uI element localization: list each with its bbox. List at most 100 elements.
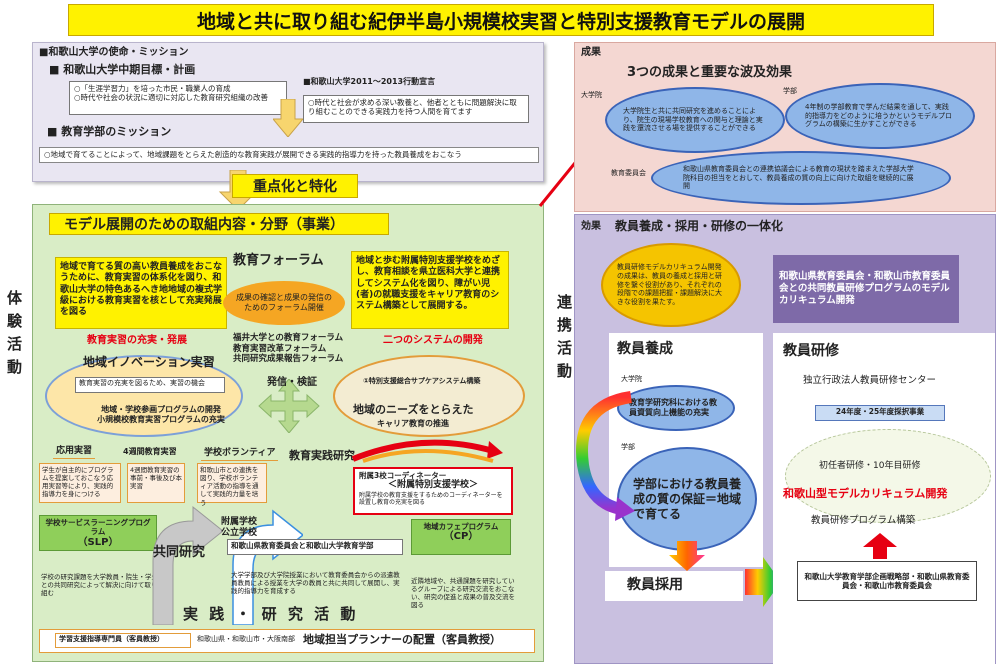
results-board-label: 教育委員会: [611, 169, 646, 177]
coordinator-box: 附属3校コーディネーター ＜附属特別支援学校＞ 附属学校の教育支援をするためのコ…: [353, 467, 513, 515]
results-faculty-oval: 4年制の学部教育で学んだ結果を通して、実践的指導力をどのように培うかというモデル…: [785, 83, 975, 149]
slp-abbr: （SLP）: [77, 536, 119, 548]
innovation-bottom: 地域・学校参画プログラムの開発 小規模校教育実習プログラムの充実: [97, 405, 225, 424]
kyodo-label: 共同研究: [153, 545, 206, 560]
bottom-box-text: 和歌山大学教育学部企画戦略部・和歌山県教育委員会・和歌山市教育委員会: [804, 571, 970, 590]
collab-box: 和歌山県教育委員会・和歌山市教育委員会との共同教員研修プログラムのモデルカリキュ…: [773, 255, 959, 323]
yousei-faculty-text: 学部における教員養成の質の保証＝地域で育てる: [633, 476, 742, 521]
model-title-bar: モデル展開のための取組内容・分野（事業）: [49, 213, 389, 235]
collab-text: 大学学部及び大学院授業において教育委員会からの派遣教員教員による授業を大学の教員…: [231, 571, 400, 596]
innovation-ellipse: [45, 355, 243, 437]
action-box: ○時代と社会が求める深い教養と、他者とともに問題解決に取り組むことのできる実践力…: [303, 95, 529, 123]
big-curve-arrow-icon: [152, 505, 223, 625]
curriculum-text: 和歌山型モデルカリキュラム開発: [783, 487, 948, 500]
adopted-box: 24年度・25年度採択事業: [815, 405, 945, 421]
results-label: 成果: [581, 47, 601, 58]
regions-text: 和歌山県・和歌山市・大阪南部: [197, 635, 295, 643]
mission-heading: ■和歌山大学の使命・ミッション: [39, 47, 189, 58]
tag-volunteer-box: 和歌山市との連携を図り、学校ボランティア活動の指導を通して実践的力量を培う: [197, 463, 267, 507]
needs-ellipse: [333, 355, 525, 437]
down-arrow-icon: [273, 99, 303, 137]
results-board-text: 和歌山県教育委員会との連携協議会による教育の現状を踏まえた学部大学院科目の担当を…: [683, 164, 914, 191]
action-heading: ■和歌山大学2011～2013行動宣言: [303, 77, 436, 86]
practice-activity: 実 践 ・ 研 究 活 動: [183, 605, 359, 623]
focus-label-text: 重点化と特化: [253, 179, 337, 195]
coordinator-sub: ＜附属特別支援学校＞: [387, 480, 478, 491]
effects-oval: 教員研修モデルカリキュラム開発の成果は、教員の養成と採用と研修を繋ぐ役割があり、…: [601, 243, 741, 327]
model-panel: モデル展開のための取組内容・分野（事業） 地域で育てる質の高い教員養成をおこなう…: [32, 204, 544, 662]
effects-oval-text: 教員研修モデルカリキュラム開発の成果は、教員の養成と採用と研修を繋ぐ役割があり、…: [617, 263, 722, 307]
side-label-middle: 連携活動: [555, 294, 573, 386]
slp-text: 学校の研究課題を大学教員・院生・学生との共同研究によって解決に向けて取り組む: [41, 573, 158, 598]
tag-four-week: 4週間教育実習: [123, 447, 177, 456]
focus-label: 重点化と特化: [232, 174, 358, 198]
yousei-grad-oval: 教育学研究科における教員資質向上機能の充実: [617, 385, 735, 431]
tag-applied-text: 学生が自主的にプログラムを提案しておこなう応用実習等により、実践的指導力を身につ…: [42, 466, 114, 499]
practice-research-label: 教育実践研究: [289, 449, 355, 462]
left-yellow-text: 地域で育てる質の高い教員養成をおこなうために、教育実習の体系化を図り、和歌山大学…: [60, 262, 223, 317]
page-title: 地域と共に取り組む紀伊半島小規模校実習と特別支援教育モデルの展開: [196, 10, 805, 33]
bottom-box: 和歌山大学教育学部企画戦略部・和歌山県教育委員会・和歌山市教育委員会: [797, 561, 977, 601]
slp-title: 学校サービスラーニングプログラム （SLP）: [39, 515, 157, 551]
collab-box-text: 和歌山県教育委員会・和歌山市教育委員会との共同教員研修プログラムのモデルカリキュ…: [779, 271, 951, 306]
mission-panel: ■和歌山大学の使命・ミッション ■ 和歌山大学中期目標・計画 ○「生涯学習力」を…: [32, 42, 544, 182]
kenshu-title: 教員研修: [783, 343, 839, 359]
needs-sub: キャリア教育の推進: [377, 419, 449, 428]
center-text: 独立行政法人教員研修センター: [803, 375, 937, 386]
effects-panel: 効果 教員養成・採用・研修の一体化 教員研修モデルカリキュラム開発の成果は、教員…: [574, 214, 996, 665]
two-systems-label: 二つのシステムの開発: [383, 335, 483, 346]
yousei-faculty-oval: 学部における教員養成の質の保証＝地域で育てる: [617, 447, 757, 551]
yousei-grad-label: 大学院: [621, 375, 642, 383]
tag-volunteer-text: 和歌山市との連携を図り、学校ボランティア活動の指導を通して実践的力量を培う: [200, 466, 259, 507]
forum-list-item: 福井大学との教育フォーラム: [233, 333, 344, 343]
tag-four-week-text: 4週間教育実習の事前・事後及び本実習: [130, 466, 182, 491]
midterm-item: ○時代や社会の状況に適切に対応した教育研究組織の改善: [74, 93, 269, 103]
up-red-arrow-icon: [863, 533, 897, 559]
rainbow-arc-arrow-icon: [576, 391, 635, 521]
innovation-sub: 教育実習の充実を図るため、実習の機会: [79, 379, 205, 387]
left-yellow-box: 地域で育てる質の高い教員養成をおこなうために、教育実習の体系化を図り、和歌山大学…: [55, 257, 227, 329]
forum-list: 福井大学との教育フォーラム 教育実習改革フォーラム 共同研究成果報告フォーラム: [233, 333, 343, 365]
attached-school: 附属学校 公立学校: [221, 517, 258, 539]
saiyo-box: [605, 571, 743, 601]
support-staff-box: 学習支援指導専門員（客員教授）: [55, 633, 191, 648]
planner-text: 地域担当プランナーの配置（客員教授）: [303, 633, 501, 646]
yousei-faculty-label: 学部: [621, 443, 635, 451]
forum-list-item: 教育実習改革フォーラム: [233, 343, 327, 354]
effects-title: 教員養成・採用・研修の一体化: [615, 219, 784, 233]
midterm-item: ○「生涯学習力」を培った市民・職業人の育成: [74, 84, 231, 93]
pref-board-box: 和歌山県教育委員会と和歌山大学教育学部: [227, 539, 403, 555]
program-text: 教員研修プログラム構築: [811, 515, 916, 526]
forum-title: 教育フォーラム: [233, 253, 324, 268]
pref-board-text: 和歌山県教育委員会と和歌山大学教育学部: [231, 541, 374, 550]
coordinator-title: 附属3校コーディネーター: [359, 471, 447, 480]
training-text: 初任者研修・10年目研修: [819, 461, 921, 471]
cafe-title: 地域カフェプログラム: [423, 522, 499, 531]
action-text: ○時代と社会が求める深い教養と、他者とともに問題解決に取り組むことのできる実践力…: [308, 98, 517, 117]
slp-title-text: 学校サービスラーニングプログラム: [45, 518, 151, 537]
results-grad-label: 大学院: [581, 91, 602, 99]
tag-four-week-box: 4週間教育実習の事前・事後及び本実習: [127, 463, 185, 503]
forum-oval: 成果の確認と成果の発信のためのフォーラム開催: [223, 281, 345, 325]
results-board-oval: 和歌山県教育委員会との連携協議会による教育の現状を踏まえた学部大学院科目の担当を…: [651, 151, 951, 205]
results-faculty-text: 4年制の学部教育で学んだ結果を通して、実践的指導力をどのように培うかというモデル…: [805, 102, 952, 129]
saiyo-title: 教員採用: [627, 577, 683, 593]
needs-top: ①特別支援総合サプケアシステム構築: [363, 377, 481, 385]
cafe-abbr: （CP）: [443, 531, 479, 543]
side-label-left: 体験活動: [5, 290, 23, 382]
results-faculty-label: 学部: [783, 87, 797, 95]
yousei-grad-text: 教育学研究科における教員資質向上機能の充実: [629, 398, 717, 417]
effects-label: 効果: [581, 221, 601, 232]
down-rainbow-arrow-icon: [669, 541, 705, 571]
cafe-title-box: 地域カフェプログラム （CP）: [411, 519, 511, 555]
faculty-mission-heading: ■ 教育学部のミッション: [47, 125, 172, 138]
innovation-sub-box: 教育実習の充実を図るため、実習の機会: [75, 377, 225, 393]
cafe-text: 近隣地域や、共通課題を研究しているグループによる研究交流をおこない、研究の促進と…: [411, 577, 515, 610]
results-panel: 成果 3つの成果と重要な波及効果 大学院 学部 大学院生と共に共同研究を進めるこ…: [574, 42, 996, 212]
coordinator-text: 附属学校の教育支援をするためのコーディネーターを設置し教育の充実を図る: [359, 491, 503, 507]
title-banner: 地域と共に取り組む紀伊半島小規模校実習と特別支援教育モデルの展開: [68, 4, 934, 36]
faculty-mission-box: ○地域で育てることによって、地域課題をとらえた創造的な教育実践が展開できる実践的…: [39, 147, 539, 163]
cycle-arrow-icon: [351, 439, 503, 463]
right-yellow-text: 地域と歩む附属特別支援学校をめざし、教育相談を県立医科大学と連携してシステム化を…: [356, 256, 501, 311]
faculty-mission-text: ○地域で育てることによって、地域課題をとらえた創造的な教育実践が展開できる実践的…: [44, 150, 462, 159]
